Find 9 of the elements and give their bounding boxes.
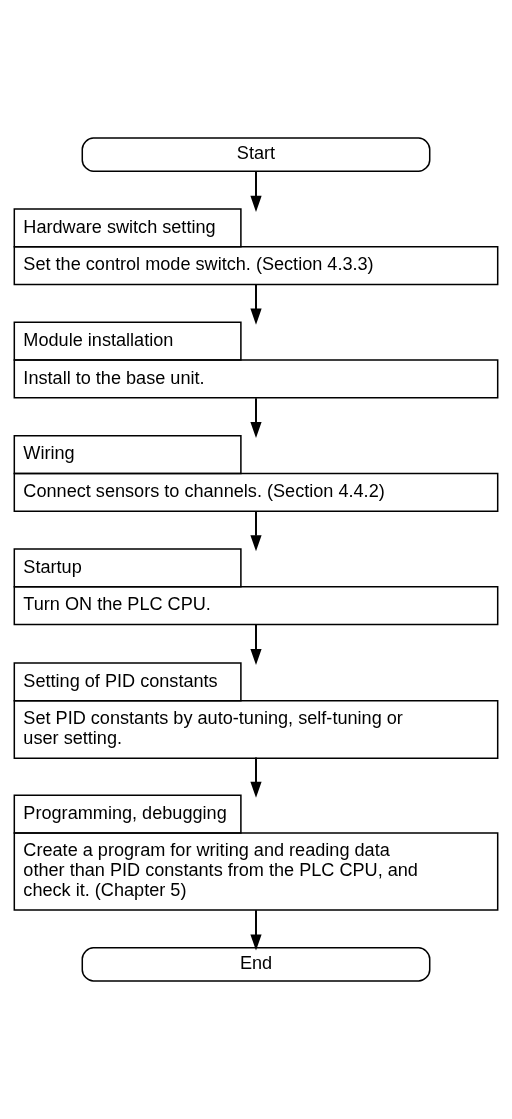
arrow bbox=[250, 170, 262, 212]
arrow bbox=[250, 510, 262, 552]
node-box: Start bbox=[81, 137, 431, 173]
arrow bbox=[250, 756, 262, 798]
arrow bbox=[250, 284, 262, 325]
arrow bbox=[250, 623, 262, 665]
node-box: End bbox=[81, 946, 431, 982]
arrow bbox=[250, 909, 262, 951]
arrow bbox=[250, 397, 262, 438]
